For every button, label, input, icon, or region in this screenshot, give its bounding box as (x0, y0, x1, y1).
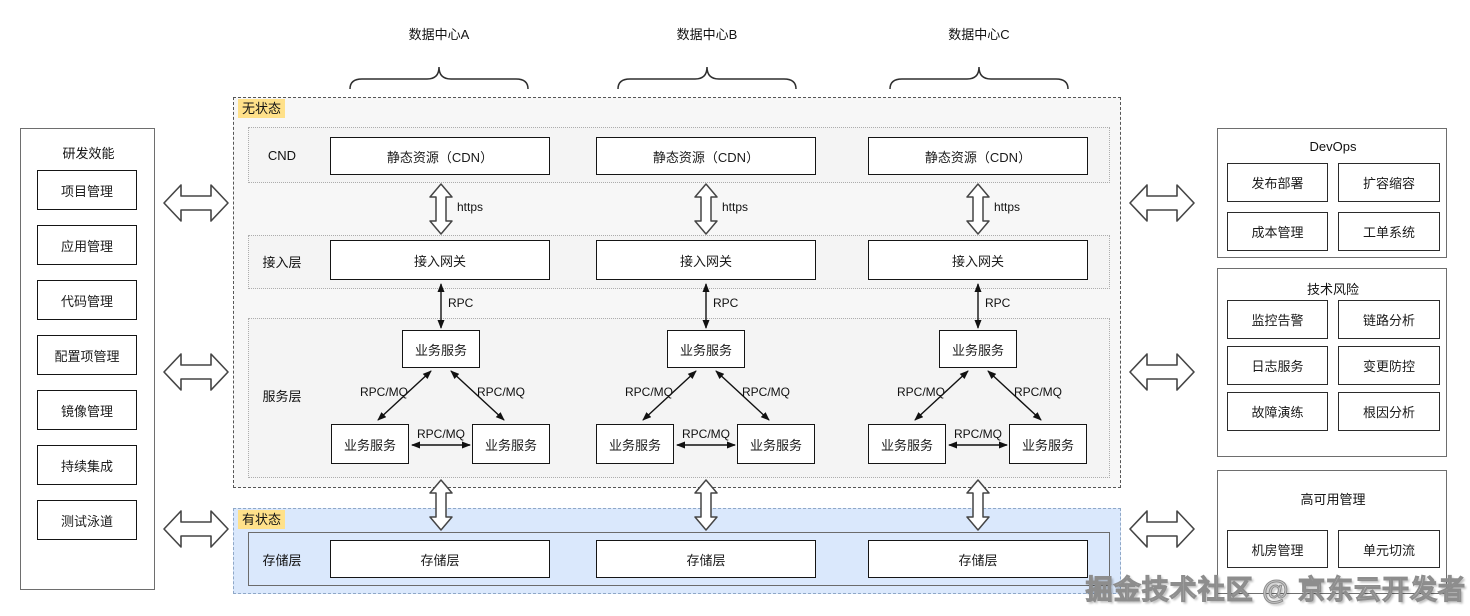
panel-item: 发布部署 (1227, 163, 1328, 202)
panel-item: 成本管理 (1227, 212, 1328, 251)
watermark: 掘金技术社区 @ 京东云开发者 (1085, 575, 1466, 606)
datacenter-brace (889, 66, 1069, 90)
left-panel-item: 项目管理 (37, 170, 137, 210)
left-panel-title: 研发效能 (62, 145, 115, 161)
left-panel-item: 应用管理 (37, 225, 137, 265)
service-box: 业务服务 (667, 330, 745, 368)
bidir-arrow-icon (163, 184, 229, 222)
https-label: https (722, 200, 749, 214)
panel-item: 链路分析 (1338, 300, 1440, 339)
rpc-label: RPC (985, 296, 1011, 310)
cdn-box: 静态资源（CDN） (596, 137, 816, 175)
panel-item: 日志服务 (1227, 346, 1328, 385)
access-row-label: 接入层 (262, 254, 302, 270)
storage-box: 存储层 (596, 540, 816, 578)
panel-item: 工单系统 (1338, 212, 1440, 251)
left-panel-item: 配置项管理 (37, 335, 137, 375)
service-box: 业务服务 (1009, 424, 1087, 464)
bidir-arrow-icon (163, 510, 229, 548)
service-box: 业务服务 (737, 424, 815, 464)
gateway-box: 接入网关 (330, 240, 550, 280)
rpc-mq-label: RPC/MQ (360, 385, 408, 399)
panel-item: 机房管理 (1227, 530, 1328, 568)
stateful-tag: 有状态 (238, 510, 286, 529)
datacenter-c-label: 数据中心C (948, 26, 1010, 42)
storage-box: 存储层 (330, 540, 550, 578)
rpc-mq-label: RPC/MQ (897, 385, 945, 399)
cdn-box: 静态资源（CDN） (868, 137, 1088, 175)
panel-item: 监控告警 (1227, 300, 1328, 339)
rpc-mq-label: RPC/MQ (417, 427, 465, 441)
service-box: 业务服务 (939, 330, 1017, 368)
bidir-arrow-icon (163, 353, 229, 391)
rpc-label: RPC (448, 296, 474, 310)
stateless-tag: 无状态 (238, 99, 286, 118)
rpc-mq-label: RPC/MQ (625, 385, 673, 399)
service-box: 业务服务 (402, 330, 480, 368)
panel-title: 高可用管理 (1300, 491, 1366, 507)
left-panel-item: 测试泳道 (37, 500, 137, 540)
datacenter-brace (617, 66, 797, 90)
panel-item: 根因分析 (1338, 392, 1440, 431)
service-box: 业务服务 (868, 424, 946, 464)
service-row-label: 服务层 (262, 388, 302, 404)
storage-row (248, 532, 1110, 586)
rpc-mq-label: RPC/MQ (1014, 385, 1062, 399)
https-label: https (994, 200, 1021, 214)
panel-title: 技术风险 (1306, 281, 1359, 297)
panel-item: 扩容缩容 (1338, 163, 1440, 202)
rpc-label: RPC (713, 296, 739, 310)
gateway-box: 接入网关 (596, 240, 816, 280)
cdn-row-label: CND (267, 147, 297, 163)
service-box: 业务服务 (596, 424, 674, 464)
storage-row-label: 存储层 (262, 552, 302, 568)
rpc-mq-label: RPC/MQ (477, 385, 525, 399)
left-panel-item: 镜像管理 (37, 390, 137, 430)
rpc-mq-label: RPC/MQ (682, 427, 730, 441)
service-box: 业务服务 (331, 424, 409, 464)
datacenter-brace (349, 66, 529, 90)
left-panel-item: 代码管理 (37, 280, 137, 320)
panel-title: DevOps (1309, 138, 1357, 154)
bidir-arrow-icon (1129, 353, 1195, 391)
panel-item: 变更防控 (1338, 346, 1440, 385)
panel-item: 单元切流 (1338, 530, 1440, 568)
gateway-box: 接入网关 (868, 240, 1088, 280)
datacenter-b-label: 数据中心B (676, 26, 738, 42)
storage-box: 存储层 (868, 540, 1088, 578)
left-panel-item: 持续集成 (37, 445, 137, 485)
panel-item: 故障演练 (1227, 392, 1328, 431)
rpc-mq-label: RPC/MQ (954, 427, 1002, 441)
bidir-arrow-icon (1129, 184, 1195, 222)
service-box: 业务服务 (472, 424, 550, 464)
https-label: https (457, 200, 484, 214)
datacenter-a-label: 数据中心A (408, 26, 470, 42)
cdn-box: 静态资源（CDN） (330, 137, 550, 175)
rpc-mq-label: RPC/MQ (742, 385, 790, 399)
bidir-arrow-icon (1129, 510, 1195, 548)
